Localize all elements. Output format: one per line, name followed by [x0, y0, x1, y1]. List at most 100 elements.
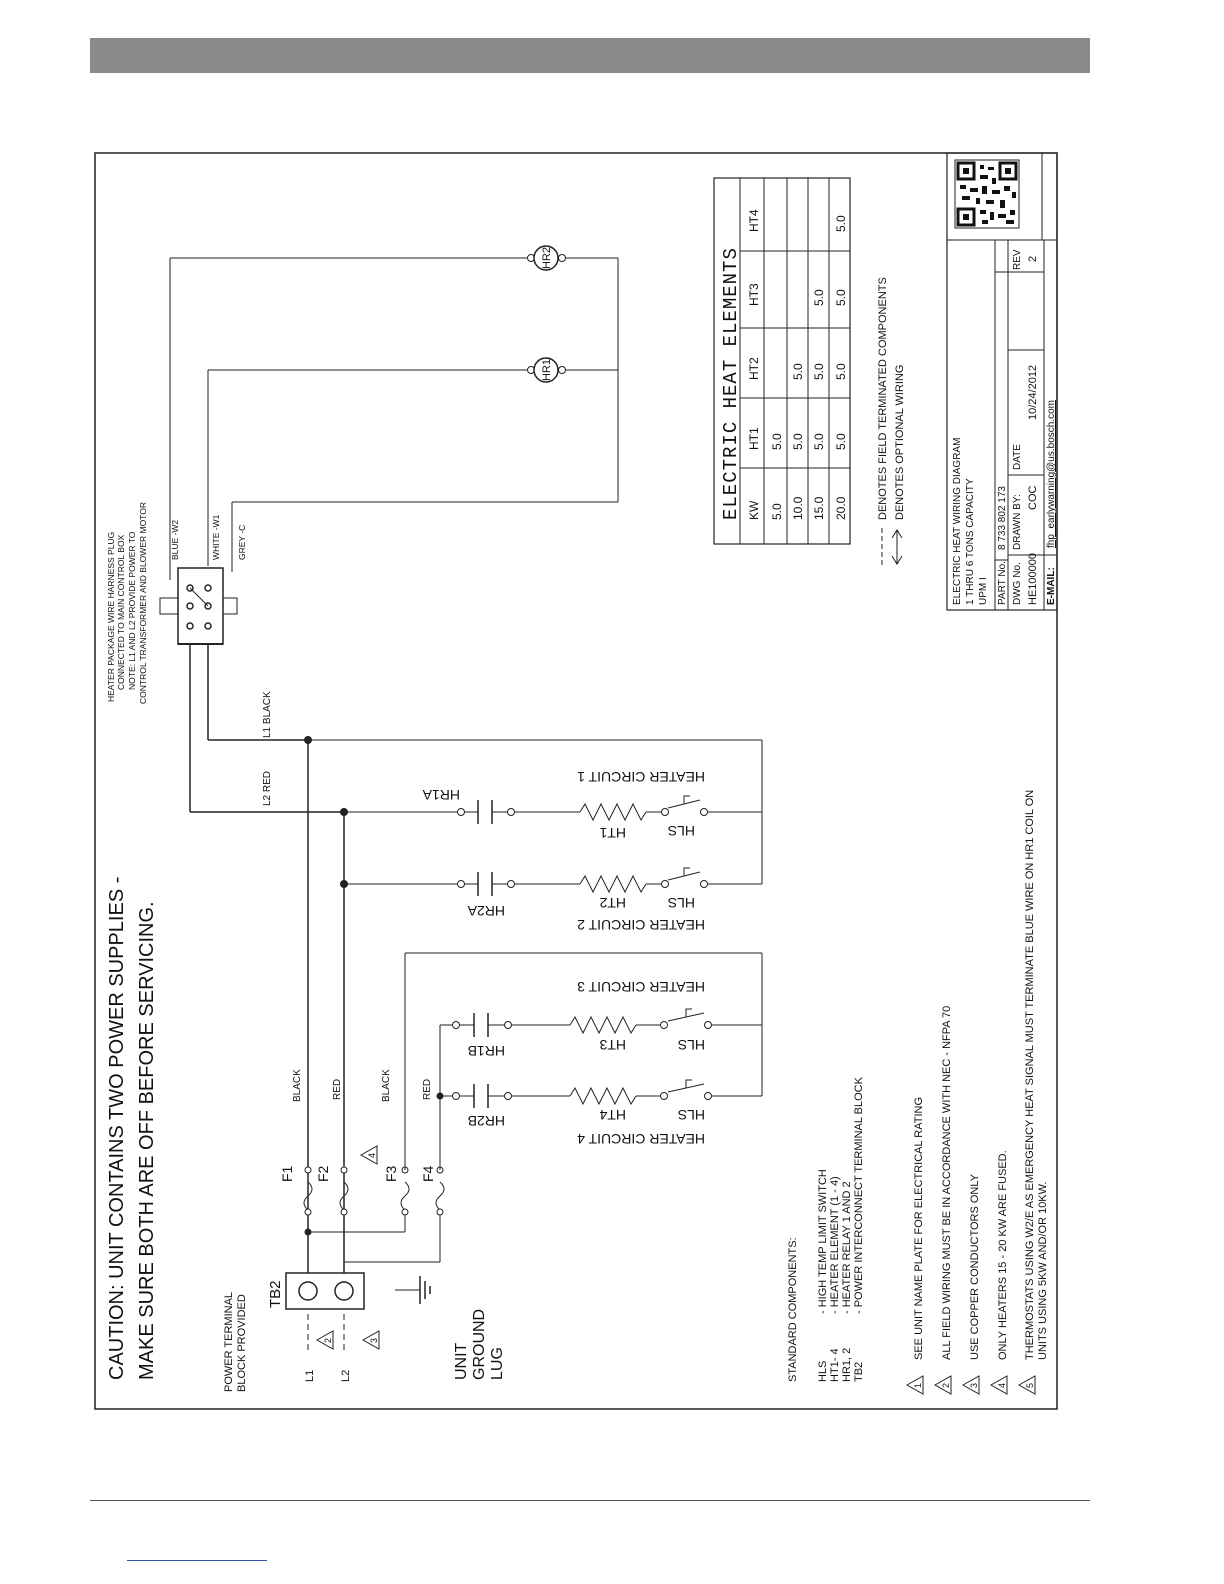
legend-field-text: DENOTES FIELD TERMINATED COMPONENTS — [877, 277, 889, 520]
note-5-marker-list: 5 — [1017, 1375, 1036, 1395]
svg-text:3: 3 — [369, 1338, 379, 1343]
legend-optional-arrow — [891, 529, 903, 565]
note-1-marker: 1 — [905, 1375, 924, 1395]
svg-text:2: 2 — [941, 1383, 951, 1388]
table-r1-ht1: 5.0 — [770, 433, 784, 450]
titleblock-date-label: DATE — [1012, 444, 1023, 470]
caution-line-2: MAKE SURE BOTH ARE OFF BEFORE SERVICING. — [136, 901, 158, 1380]
svg-text:4: 4 — [367, 1153, 377, 1158]
titleblock-line-1: ELECTRIC HEAT WIRING DIAGRAM — [952, 438, 963, 605]
table-header-ht2: HT2 — [747, 357, 761, 380]
l2-label: L2 — [340, 1370, 352, 1382]
table-r2-kw: 10.0 — [791, 496, 805, 520]
wire-label-red-1: RED — [332, 1079, 343, 1100]
titleblock-drawn-value: COC — [1027, 486, 1039, 511]
legend-optional-text: DENOTES OPTIONAL WIRING — [894, 365, 906, 520]
ground-label-2: GROUND — [471, 1309, 488, 1380]
footer-link-underline — [127, 1560, 267, 1561]
circuit-3-element-label: HT3 — [599, 1037, 626, 1053]
table-r4-ht3: 5.0 — [834, 289, 848, 306]
circuit-3-title: HEATER CIRCUIT 3 — [577, 979, 705, 995]
fuse-f2-label: F2 — [315, 1165, 331, 1182]
circuit-4-element-label: HT4 — [599, 1107, 626, 1123]
heater-circuit-1 — [344, 795, 762, 824]
table-r2-ht2: 5.0 — [791, 363, 805, 380]
titleblock-dwg-value: HE100000 — [1027, 553, 1039, 605]
svg-text:4: 4 — [997, 1383, 1007, 1388]
title-block — [946, 152, 1058, 611]
table-r3-ht2: 5.0 — [812, 363, 826, 380]
heater-circuit-4 — [440, 1079, 762, 1108]
table-r4-ht2: 5.0 — [834, 363, 848, 380]
elements-table-title: ELECTRIC HEAT ELEMENTS — [720, 247, 742, 520]
fuse-f3-label: F3 — [383, 1165, 399, 1182]
table-header-kw: KW — [747, 500, 761, 520]
harness-note-1: HEATER PACKAGE WIRE HARNESS PLUG — [106, 532, 116, 702]
note-4-marker: 4 — [359, 1145, 378, 1165]
harness-note-4: CONTROL TRANSFORMER AND BLOWER MOTOR — [138, 502, 148, 704]
tb2-terminal-block — [285, 1272, 365, 1310]
circuit-4-relay-label: HR2B — [468, 1113, 505, 1129]
titleblock-date-value: 10/24/2012 — [1027, 365, 1039, 420]
circuit-4-title: HEATER CIRCUIT 4 — [577, 1131, 705, 1147]
harness-plug — [159, 567, 238, 645]
fuse-f1-label: F1 — [279, 1165, 295, 1182]
circuit-3-relay-label: HR1B — [468, 1043, 505, 1059]
note-3-marker-list: 3 — [961, 1375, 980, 1395]
table-header-ht3: HT3 — [747, 283, 761, 306]
table-r3-kw: 15.0 — [812, 496, 826, 520]
note-3-marker: 3 — [361, 1330, 380, 1350]
page-header-bar — [90, 38, 1090, 73]
note-4-text: ONLY HEATERS 15 - 20 KW ARE FUSED. — [997, 1150, 1009, 1360]
table-r2-ht1: 5.0 — [791, 433, 805, 450]
component-desc-tb2: - POWER INTERCONNECT TERMINAL BLOCK — [853, 1076, 865, 1314]
heater-circuit-3 — [440, 1008, 762, 1037]
circuit-4-switch-label: HLS — [678, 1107, 705, 1123]
table-r3-ht3: 5.0 — [812, 289, 826, 306]
table-header-ht1: HT1 — [747, 427, 761, 450]
qr-code — [954, 159, 1020, 229]
caution-line-1: CAUTION: UNIT CONTAINS TWO POWER SUPPLIE… — [106, 877, 128, 1380]
titleblock-email-label: E-MAIL: — [1046, 567, 1057, 605]
wire-label-black-2: BLACK — [381, 1069, 392, 1102]
ground-label-1: UNIT — [453, 1342, 470, 1380]
note-2-text: ALL FIELD WIRING MUST BE IN ACCORDANCE W… — [941, 1006, 953, 1360]
circuit-2-title: HEATER CIRCUIT 2 — [577, 917, 705, 933]
wire-label-red-2: RED — [422, 1079, 433, 1100]
note-4-marker-list: 4 — [989, 1375, 1008, 1395]
note-2-marker: 2 — [315, 1330, 334, 1350]
fuse-f2 — [339, 1166, 349, 1216]
component-code-tb2: TB2 — [853, 1362, 865, 1382]
ground-label-3: LUG — [489, 1347, 506, 1380]
titleblock-drawn-label: DRAWN BY: — [1012, 494, 1023, 550]
component-desc-hls: - HIGH TEMP LIMIT SWITCH — [817, 1169, 829, 1314]
titleblock-line-3: UPM I — [978, 577, 989, 605]
component-code-hls: HLS — [817, 1361, 829, 1382]
svg-text:3: 3 — [969, 1383, 979, 1388]
circuit-1-switch-label: HLS — [668, 823, 695, 839]
footer-rule — [90, 1500, 1090, 1501]
harness-note-2: CONNECTED TO MAIN CONTROL BOX — [116, 534, 126, 690]
titleblock-part-value: 8 733 802 173 — [997, 486, 1008, 550]
relay-hr1-label: HR1 — [541, 359, 553, 381]
titleblock-rev-label: REV — [1012, 249, 1023, 270]
relay-hr1-coil — [527, 357, 566, 383]
circuit-1-title: HEATER CIRCUIT 1 — [577, 769, 705, 785]
components-title: STANDARD COMPONENTS: — [787, 1237, 799, 1382]
circuit-2-relay-label: HR2A — [467, 903, 505, 919]
wire-label-l2-red: L2 RED — [262, 771, 273, 806]
heater-circuit-2 — [344, 867, 762, 896]
ground-symbol — [395, 1276, 431, 1304]
table-r4-ht4: 5.0 — [834, 215, 848, 232]
harness-note-3: NOTE: L1 AND L2 PROVIDE POWER TO — [127, 531, 137, 690]
drawing-frame — [94, 152, 1058, 1410]
note-5-text-2: UNITS USING 5KW AND/OR 10KW. — [1037, 1182, 1049, 1360]
l1-label: L1 — [304, 1370, 316, 1382]
circuit-2-element-label: HT2 — [599, 895, 626, 911]
titleblock-line-2: 1 THRU 6 TONS CAPACITY — [965, 478, 976, 605]
wire-label-grey-c: GREY -C — [237, 525, 247, 560]
note-1-text: SEE UNIT NAME PLATE FOR ELECTRICAL RATIN… — [913, 1097, 925, 1360]
power-terminal-label-1: POWER TERMINAL — [223, 1292, 235, 1392]
fuse-f4-label: F4 — [420, 1165, 436, 1182]
